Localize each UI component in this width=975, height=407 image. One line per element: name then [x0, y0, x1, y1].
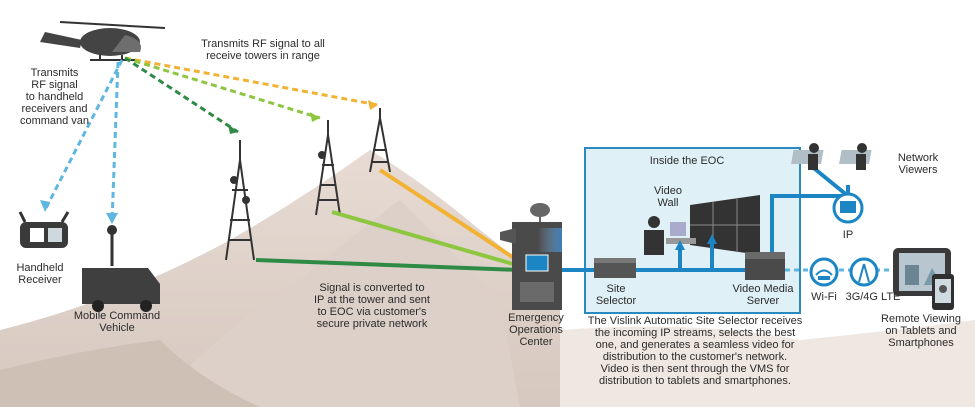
label-wifi: Wi-Fi	[811, 291, 837, 303]
video-wall-icon	[690, 195, 760, 255]
network-viewer-icon	[791, 143, 824, 170]
label-transmits-handheld: Transmits RF signal to handheld receiver…	[19, 67, 90, 127]
ip-router-icon	[832, 192, 864, 224]
blue-links	[562, 163, 850, 272]
rf-links	[43, 56, 379, 223]
handheld-receiver-icon	[18, 211, 70, 248]
label-handheld-receiver: Handheld Receiver	[16, 262, 64, 286]
network-viewer-icon	[839, 143, 872, 170]
eoc-building-icon	[500, 203, 562, 310]
label-signal-converted: Signal is converted to IP at the tower a…	[314, 282, 430, 330]
terrain	[0, 150, 975, 407]
label-ip: IP	[842, 229, 854, 241]
command-vehicle-icon	[82, 225, 160, 312]
tower-icon	[225, 140, 255, 261]
wifi-icon	[809, 257, 839, 287]
lte-tower-icon	[849, 257, 879, 287]
label-inside-eoc: Inside the EOC	[649, 155, 725, 167]
label-remote-viewing: Remote Viewing on Tablets and Smartphone…	[881, 313, 961, 349]
site-selector-icon	[594, 258, 636, 278]
rf-arrowheads	[40, 100, 378, 224]
label-command-vehicle: Mobile Command Vehicle	[73, 310, 161, 334]
tower-icon	[369, 108, 391, 173]
label-video-wall: Video Wall	[654, 185, 682, 209]
blue-arrowheads	[675, 234, 717, 250]
ip-links	[255, 168, 522, 272]
label-video-media-server: Video Media Server	[732, 283, 794, 307]
helicopter-icon	[40, 21, 166, 61]
label-site-selector: Site Selector	[595, 283, 637, 307]
label-lte: 3G/4G LTE	[845, 291, 901, 303]
tower-icon	[315, 120, 341, 216]
video-media-server-icon	[745, 252, 785, 280]
smartphone-icon	[932, 274, 954, 310]
operator-icon	[644, 216, 696, 255]
label-eoc: Emergency Operations Center	[508, 312, 564, 348]
label-network-viewers: Network Viewers	[897, 152, 939, 176]
description-text: The Vislink Automatic Site Selector rece…	[587, 315, 803, 387]
label-transmits-towers: Transmits RF signal to all receive tower…	[201, 38, 325, 62]
